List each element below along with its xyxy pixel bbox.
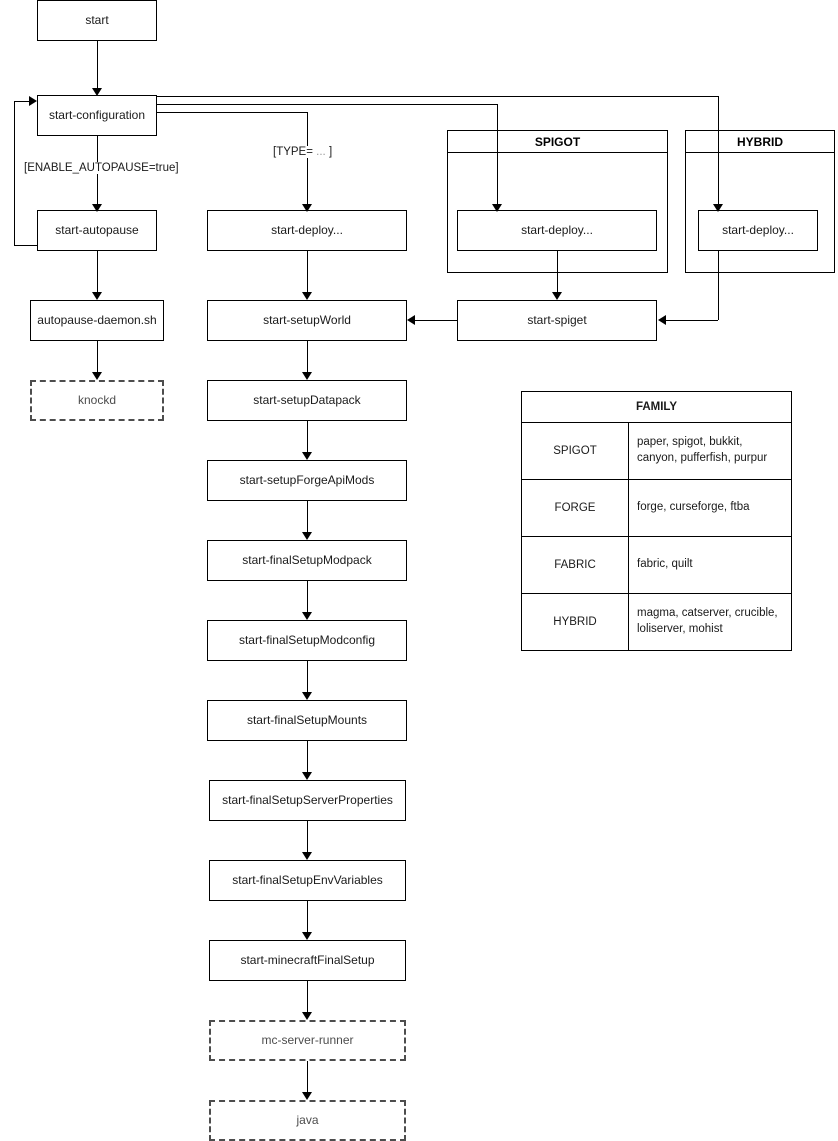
edge-setupworld-to-setupdatapack [307,341,308,372]
node-start-finalsetupmodpack[interactable]: start-finalSetupModpack [207,540,407,581]
node-mc-server-runner[interactable]: mc-server-runner [209,1020,406,1061]
arrowhead-down-finalsetupmounts [302,692,312,700]
edge-autopause-to-daemon [97,251,98,292]
node-start-finalsetupenvvariables[interactable]: start-finalSetupEnvVariables [209,860,406,901]
arrowhead-down-spiget [552,292,562,300]
edge-label-type-suffix: ] [328,146,333,158]
family-table-header-row: FAMILY [521,391,792,423]
edge-configuration-to-hybrid-h [157,96,718,97]
node-start-setupworld[interactable]: start-setupWorld [207,300,407,341]
arrowhead-down-daemon [92,292,102,300]
arrowhead-down-finalsetupserverproperties [302,772,312,780]
arrowhead-down-setupdatapack [302,372,312,380]
arrowhead-down-finalsetupmodpack [302,532,312,540]
family-key-fabric: FABRIC [521,536,629,594]
container-hybrid-header: HYBRID [685,130,835,153]
arrowhead-down-autopause [92,204,102,212]
edge-label-enable-autopause: [ENABLE_AUTOPAUSE=true] [22,162,181,174]
family-table-title: FAMILY [521,391,792,423]
arrowhead-down-hybrid-deploy [713,204,723,212]
family-value-hybrid: magma, catserver, crucible, loliserver, … [628,593,792,651]
edge-mcserverrunner-to-java [307,1061,308,1092]
arrowhead-down-java [302,1092,312,1100]
node-start-autopause[interactable]: start-autopause [37,210,157,251]
edge-finalsetupmounts-to-finalsetupserverproperties [307,741,308,772]
edge-deploy-to-setupworld [307,251,308,292]
arrowhead-left-spiget [658,315,666,325]
edge-hybrid-deploy-to-spiget-v [718,251,719,320]
edge-minecraftfinalsetup-to-mcserverrunner [307,981,308,1012]
arrowhead-down-minecraftfinalsetup [302,932,312,940]
node-start-finalsetupmounts[interactable]: start-finalSetupMounts [207,700,407,741]
arrowhead-down-mcserverrunner [302,1012,312,1020]
node-autopause-daemon[interactable]: autopause-daemon.sh [30,300,164,341]
edge-autopause-feedback-top [14,101,29,102]
node-deploy-hybrid[interactable]: start-deploy... [698,210,818,251]
arrowhead-down-configuration [92,88,102,96]
edge-configuration-to-spigot-v [497,104,498,214]
edge-label-type: [TYPE= ... ] [271,146,335,158]
edge-label-type-prefix: [TYPE= [273,146,313,158]
family-value-spigot: paper, spigot, bukkit, canyon, pufferfis… [628,422,792,480]
node-start-finalsetupserverproperties[interactable]: start-finalSetupServerProperties [209,780,406,821]
edge-autopause-feedback-riser [14,101,15,245]
arrowhead-left-setupworld [407,315,415,325]
family-key-forge: FORGE [521,479,629,537]
family-key-spigot: SPIGOT [521,422,629,480]
arrowhead-down-finalsetupmodconfig [302,612,312,620]
arrowhead-down-knockd [92,372,102,380]
edge-setupdatapack-to-setupforgeapimods [307,421,308,452]
arrowhead-down-main-deploy [302,204,312,212]
edge-finalsetupenvvariables-to-minecraftfinalsetup [307,901,308,932]
arrowhead-right-configuration [29,96,37,106]
family-key-hybrid: HYBRID [521,593,629,651]
container-spigot-header: SPIGOT [447,130,668,153]
edge-label-type-dots: ... [316,146,326,158]
node-start-finalsetupmodconfig[interactable]: start-finalSetupModconfig [207,620,407,661]
edge-configuration-to-deploy-v [307,112,308,204]
family-table-body: SPIGOT paper, spigot, bukkit, canyon, pu… [521,422,792,651]
node-start-minecraftfinalsetup[interactable]: start-minecraftFinalSetup [209,940,406,981]
edge-setupforgeapimods-to-finalsetupmodpack [307,501,308,532]
edge-finalsetupserverproperties-to-finalsetupenvvariables [307,821,308,852]
node-start[interactable]: start [37,0,157,41]
table-row: FABRIC fabric, quilt [521,536,792,594]
node-deploy-spigot[interactable]: start-deploy... [457,210,657,251]
node-start-setupdatapack[interactable]: start-setupDatapack [207,380,407,421]
node-start-setupforgeapimods[interactable]: start-setupForgeApiMods [207,460,407,501]
edge-spiget-to-setupworld [415,320,457,321]
edge-start-to-configuration [97,41,98,88]
table-row: FORGE forge, curseforge, ftba [521,479,792,537]
edge-configuration-to-deploy-h [157,112,307,113]
node-deploy-main[interactable]: start-deploy... [207,210,407,251]
edge-finalsetupmodconfig-to-finalsetupmounts [307,661,308,692]
edge-daemon-to-knockd [97,341,98,372]
table-row: SPIGOT paper, spigot, bukkit, canyon, pu… [521,422,792,480]
edge-configuration-to-spigot-h [157,104,497,105]
edge-hybrid-deploy-to-spiget-h [666,320,718,321]
arrowhead-down-setupworld [302,292,312,300]
arrowhead-down-finalsetupenvvariables [302,852,312,860]
node-knockd[interactable]: knockd [30,380,164,421]
edge-autopause-feedback-bottom [14,245,37,246]
node-start-configuration[interactable]: start-configuration [37,95,157,136]
node-java[interactable]: java [209,1100,406,1141]
arrowhead-down-setupforgeapimods [302,452,312,460]
edge-configuration-to-hybrid-v [718,96,719,214]
node-start-spiget[interactable]: start-spiget [457,300,657,341]
edge-finalsetupmodpack-to-finalsetupmodconfig [307,581,308,612]
table-row: HYBRID magma, catserver, crucible, lolis… [521,593,792,651]
family-value-forge: forge, curseforge, ftba [628,479,792,537]
family-table: FAMILY SPIGOT paper, spigot, bukkit, can… [521,391,792,651]
edge-spigot-deploy-to-spiget [557,251,558,292]
arrowhead-down-spigot-deploy [492,204,502,212]
family-value-fabric: fabric, quilt [628,536,792,594]
